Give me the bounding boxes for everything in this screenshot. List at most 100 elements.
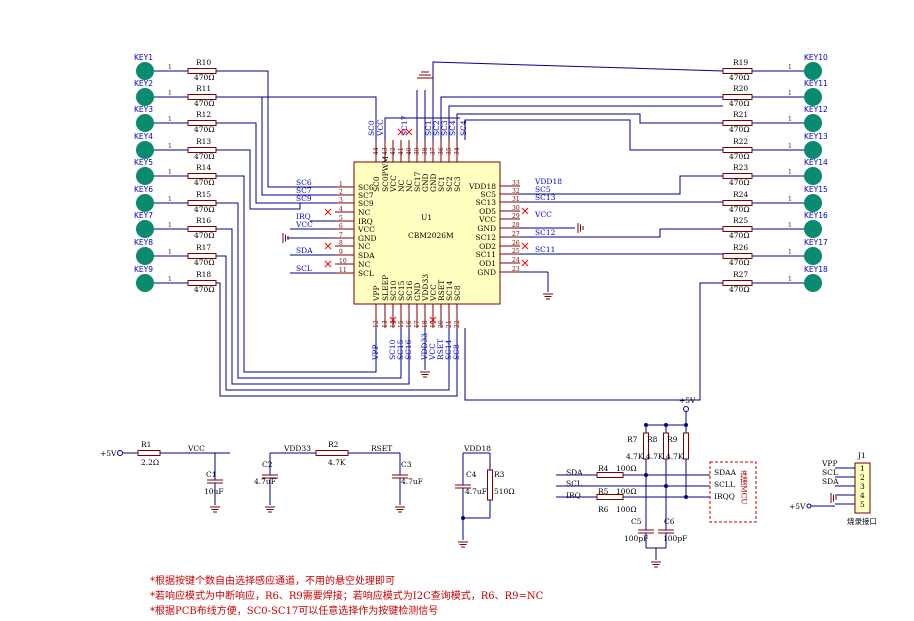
ic-pin-number: 2 bbox=[339, 189, 343, 196]
wire bbox=[216, 202, 402, 379]
pin-number: 1 bbox=[788, 196, 792, 203]
resistor-ref: R13 bbox=[196, 137, 211, 146]
ic-pin-name: VPP bbox=[372, 285, 381, 302]
net-label: SC3 bbox=[440, 120, 449, 136]
ic-pin-number: 25 bbox=[512, 248, 520, 255]
connector-pin-number: 4 bbox=[860, 491, 865, 500]
resistor-value: 470Ω bbox=[729, 258, 750, 267]
resistor-ref: R2 bbox=[328, 440, 339, 449]
resistor-r1 bbox=[137, 450, 161, 456]
pin-number: 1 bbox=[788, 143, 792, 150]
ic-pin-number: 11 bbox=[339, 267, 347, 274]
pin-number: 1 bbox=[168, 90, 172, 97]
ic-pin-name: NC bbox=[358, 208, 371, 217]
resistor-ref: R12 bbox=[196, 110, 211, 119]
resistor-value: 4.7K bbox=[328, 458, 346, 467]
pin-number: 1 bbox=[168, 143, 172, 150]
resistor-value: 470Ω bbox=[729, 125, 750, 134]
pin-number: 1 bbox=[168, 249, 172, 256]
nc-cross-mark bbox=[324, 260, 332, 268]
resistor-ref: R26 bbox=[733, 243, 748, 252]
resistor-r3 bbox=[487, 469, 493, 501]
touch-key-pad bbox=[136, 141, 154, 159]
power-port bbox=[683, 406, 689, 412]
touch-key-pad bbox=[136, 247, 154, 265]
ic-pin-number: 12 bbox=[373, 320, 380, 328]
pin-number: 1 bbox=[168, 222, 172, 229]
net-label: SC5 bbox=[535, 185, 551, 194]
pin-number: 1 bbox=[168, 196, 172, 203]
touch-key-label: KEY3 bbox=[134, 105, 153, 114]
touch-key-label: KEY15 bbox=[804, 185, 828, 194]
ic-pin-number: 29 bbox=[512, 213, 520, 220]
resistor-value: 470Ω bbox=[729, 178, 750, 187]
ic-pin-number: 43 bbox=[382, 147, 389, 155]
junction-dot bbox=[684, 423, 688, 427]
design-note-2: *若响应模式为中断响应，R6、R9需要焊接；若响应模式为I2C查询模式，R6、R… bbox=[150, 591, 544, 602]
wire bbox=[216, 255, 450, 391]
ic-pin-number: 3 bbox=[339, 197, 343, 204]
mcu-connector-box bbox=[709, 461, 757, 523]
net-label: SDAA bbox=[714, 468, 737, 477]
net-label: RSET bbox=[436, 339, 445, 360]
ic-pin-name: SC0PWM bbox=[381, 156, 390, 192]
pin-number: 1 bbox=[168, 169, 172, 176]
cap-value: 4.7uF bbox=[465, 487, 487, 496]
ic-pin-number: 4 bbox=[339, 206, 343, 213]
ic-pin-name: VCC bbox=[429, 284, 438, 302]
net-label: SDA bbox=[296, 246, 313, 255]
junction-dot bbox=[664, 423, 668, 427]
ic-ref-label: U1 bbox=[421, 213, 432, 222]
resistor-ref: R18 bbox=[196, 270, 211, 279]
pin-number: 1 bbox=[788, 116, 792, 123]
junction-dot bbox=[644, 423, 648, 427]
touch-key-label: KEY9 bbox=[134, 265, 153, 274]
ic-pin-name: NC bbox=[358, 260, 371, 269]
junction-dot bbox=[684, 495, 688, 499]
wire bbox=[448, 105, 723, 140]
resistor-ref: R6 bbox=[598, 505, 609, 514]
ic-pin-name: SC11 bbox=[476, 250, 496, 259]
ic-pin-name: GND bbox=[477, 268, 496, 277]
resistor-value: 510Ω bbox=[494, 487, 515, 496]
ic-body-u1 bbox=[353, 161, 501, 305]
ic-pin-number: 8 bbox=[339, 240, 343, 247]
touch-key-pad bbox=[804, 194, 822, 212]
resistor-value: 470Ω bbox=[194, 99, 215, 108]
connector-pin-number: 5 bbox=[860, 500, 865, 509]
touch-key-pad bbox=[804, 167, 822, 185]
power-port bbox=[806, 503, 812, 509]
ic-pin-name: SC2 bbox=[445, 176, 454, 192]
ic-pin-number: 30 bbox=[512, 205, 520, 212]
touch-key-pad bbox=[136, 194, 154, 212]
pin-number: 1 bbox=[168, 276, 172, 283]
ic-pin-name: VDD33 bbox=[421, 274, 430, 302]
connector-pin-number: 3 bbox=[860, 482, 865, 491]
connector-ref: J1 bbox=[857, 451, 866, 460]
net-label: VCC bbox=[534, 210, 552, 219]
resistor-ref: R1 bbox=[141, 440, 151, 449]
ic-pin-name: SCL bbox=[358, 269, 374, 278]
touch-key-pad bbox=[804, 274, 822, 292]
ic-pin-number: 36 bbox=[438, 147, 445, 155]
net-label: SC0 bbox=[367, 120, 376, 136]
resistor-value: 470Ω bbox=[729, 73, 750, 82]
connector-j1 bbox=[854, 462, 871, 514]
resistor-value: 470Ω bbox=[194, 125, 215, 134]
wire bbox=[432, 61, 724, 140]
wire bbox=[520, 228, 723, 238]
ic-pin-name: NC bbox=[358, 242, 371, 251]
net-label: SCL bbox=[822, 468, 838, 477]
ic-pin-name: SC8 bbox=[453, 285, 462, 301]
touch-key-label: KEY4 bbox=[134, 132, 153, 141]
pin-number: 1 bbox=[788, 64, 792, 71]
net-label: SC17 bbox=[400, 115, 409, 136]
ic-pin-name: SC17 bbox=[413, 171, 422, 192]
cap-ref: C5 bbox=[631, 517, 642, 526]
ic-pin-number: 6 bbox=[339, 223, 343, 230]
power-label: +5V bbox=[789, 502, 806, 511]
ic-pin-name: VCC bbox=[389, 175, 398, 193]
net-label: VDD33 bbox=[283, 444, 311, 453]
resistor-ref: R25 bbox=[733, 216, 748, 225]
